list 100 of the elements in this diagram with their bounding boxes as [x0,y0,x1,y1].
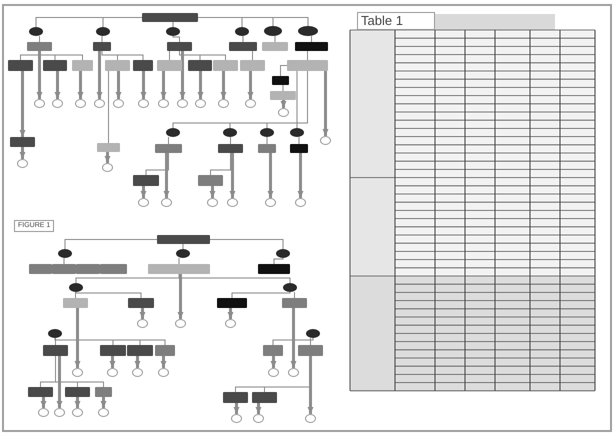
process-box [252,392,277,403]
connector-line [230,136,231,144]
arrow [140,186,146,198]
dark-oval [69,283,83,292]
connector-line [266,136,268,144]
process-box [127,345,153,356]
connector-line [274,36,276,42]
dark-oval [96,27,110,36]
arrow [234,403,240,414]
process-box [223,392,248,403]
process-box [240,60,265,71]
arrow [280,100,286,108]
end-circle [98,408,109,417]
dark-oval [235,27,249,36]
connector-line [307,50,308,60]
arrow [20,147,26,159]
connector-line [296,70,298,128]
dark-oval [264,26,282,36]
arrow [140,71,146,99]
dark-oval [260,128,274,137]
arrow [230,153,236,198]
connector-line [252,50,253,60]
end-circle [195,99,206,108]
arrow [198,71,204,99]
end-circle [158,99,169,108]
dark-oval [48,329,62,338]
arrow [270,356,276,368]
process-box [270,91,296,100]
process-box [298,345,323,356]
arrow [100,397,106,408]
connector-line [172,36,180,42]
end-circle [72,408,83,417]
end-circle [102,163,113,172]
process-box [263,345,283,356]
connector-line [198,17,308,26]
process-box [8,60,33,71]
end-circle [218,99,229,108]
dark-oval [298,26,318,36]
arrow [256,403,262,414]
process-box [157,235,210,244]
arrow [74,308,80,368]
process-box [188,60,212,71]
process-box [65,387,90,397]
arrow [116,71,122,99]
process-box [63,298,88,308]
connector-line [108,70,109,144]
end-circle [17,159,28,168]
arrow [104,152,110,163]
end-circle [137,319,148,328]
dark-oval [29,27,43,36]
dark-oval [290,128,304,137]
arrow [134,356,140,368]
dark-oval [276,249,290,258]
end-circle [278,108,289,117]
arrow [160,356,166,368]
end-circle [253,414,264,423]
end-circle [177,99,188,108]
process-box [262,42,288,51]
arrow [110,356,116,368]
arrow [180,51,186,99]
process-box [97,143,120,152]
process-box [72,60,93,71]
process-box [217,298,247,308]
process-box [198,175,223,186]
end-circle [245,99,256,108]
process-box [155,144,182,153]
connector-line [172,22,174,28]
end-circle [94,99,105,108]
connector-line [39,36,40,42]
arrow [268,153,274,198]
end-circle [207,198,218,207]
process-box [100,345,126,356]
dark-oval [283,283,297,292]
arrow [220,71,226,99]
process-box [287,60,328,71]
dark-oval [166,128,180,137]
connector-line [182,244,184,250]
arrow [40,397,46,408]
process-box [43,60,67,71]
process-box [258,144,276,153]
connector-line [210,239,284,250]
arrow [228,308,234,319]
process-box [29,264,52,274]
connector-line [169,50,170,60]
arrow [248,71,254,99]
dark-oval [306,329,320,338]
process-box [105,60,130,71]
end-circle [320,136,331,145]
dark-oval [223,128,237,137]
connector-line [266,70,308,128]
process-box [229,42,257,51]
process-box [272,76,289,85]
end-circle [113,99,124,108]
process-box [282,298,307,308]
arrow [160,71,166,99]
end-circle [227,198,238,207]
connector-line [232,292,290,298]
end-circle [225,319,236,328]
connector-line [76,292,142,298]
end-circle [305,414,316,423]
